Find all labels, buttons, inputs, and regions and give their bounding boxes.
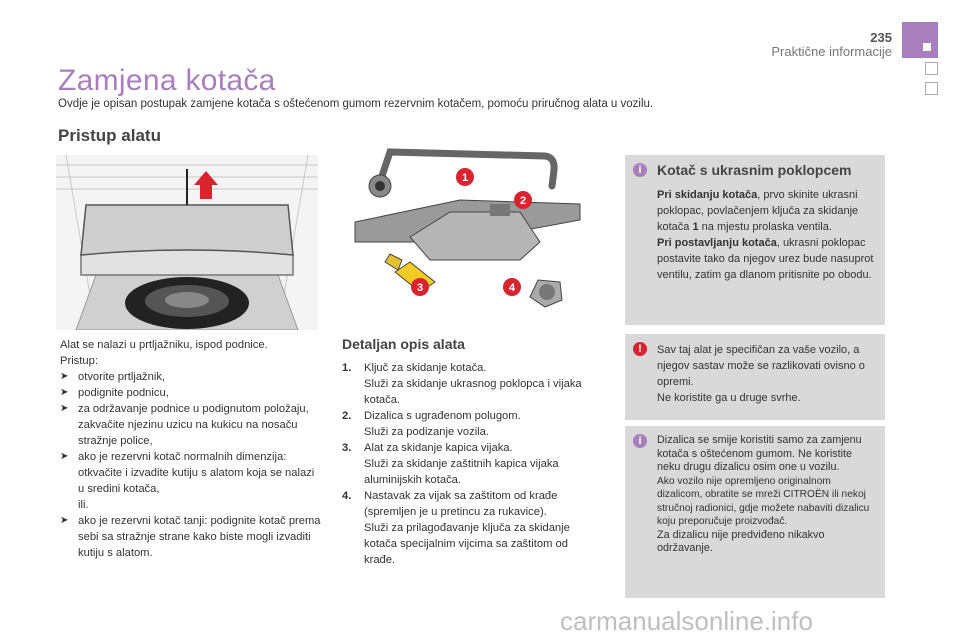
access-instructions: Alat se nalazi u prtljažniku, ispod podn… — [60, 337, 322, 561]
callout-2 — [514, 191, 532, 209]
callout-2-label: 2 — [520, 195, 526, 207]
list-item: 2.Dizalica s ugrađenom polugom.Služi za … — [342, 410, 521, 438]
list-item: ➤ako je rezervni kotač tanji: podignite … — [60, 515, 321, 559]
list-item: ➤otvorite prtljažnik, — [60, 371, 166, 383]
bullet-icon: ➤ — [60, 403, 69, 414]
list-item: 3.Alat za skidanje kapica vijaka.Služi z… — [342, 442, 559, 486]
access-lead: Pristup: — [60, 355, 98, 367]
intro-text: Ovdje je opisan postupak zamjene kotača … — [58, 98, 654, 110]
warning-icon: ! — [633, 342, 647, 356]
callout-4-label: 4 — [509, 282, 516, 294]
watermark: carmanualsonline.info — [560, 606, 813, 636]
tools-illustration: 1 2 3 4 — [340, 142, 595, 320]
list-item: 1.Ključ za skidanje kotača.Služi za skid… — [342, 362, 582, 406]
bullet-icon: ➤ — [60, 387, 69, 398]
list-item: ➤ako je rezervni kotač normalnih dimenzi… — [60, 451, 315, 511]
section-tab-active[interactable] — [902, 22, 938, 58]
section-tab[interactable] — [925, 62, 938, 75]
list-item: 4.Nastavak za vijak sa zaštitom od krađe… — [342, 490, 570, 566]
page-number: 235 — [870, 30, 892, 45]
trunk-illustration — [56, 155, 318, 330]
tab-marker-icon — [923, 43, 931, 51]
hubcap-panel-text: Pri skidanju kotača, prvo skinite ukrasn… — [657, 189, 874, 281]
section-tab[interactable] — [925, 82, 938, 95]
callout-4 — [503, 278, 521, 296]
page-title: Zamjena kotača — [58, 64, 276, 97]
access-heading: Pristup alatu — [58, 126, 161, 145]
warning-panel-text: Sav taj alat je specifičan za vaše vozil… — [657, 344, 865, 404]
detail-list: 1.Ključ za skidanje kotača.Služi za skid… — [342, 360, 600, 568]
info-icon: i — [633, 163, 647, 177]
access-steps: ➤otvorite prtljažnik, ➤podignite podnicu… — [60, 369, 322, 561]
bullet-icon: ➤ — [60, 515, 69, 526]
jack-panel: i Dizalica se smije koristiti samo za za… — [625, 426, 885, 598]
callout-3-label: 3 — [417, 282, 423, 294]
info-icon: i — [633, 434, 647, 448]
list-item: ➤za održavanje podnice u podignutom polo… — [60, 403, 309, 447]
callout-3 — [411, 278, 429, 296]
detail-heading: Detaljan opis alata — [342, 336, 465, 352]
access-lead: Alat se nalazi u prtljažniku, ispod podn… — [60, 339, 268, 351]
section-label: Praktične informacije — [771, 44, 892, 59]
hubcap-panel: i Kotač s ukrasnim poklopcem Pri skidanj… — [625, 155, 885, 325]
list-item: ➤podignite podnicu, — [60, 387, 169, 399]
bullet-icon: ➤ — [60, 451, 69, 462]
hubcap-panel-title: Kotač s ukrasnim poklopcem — [657, 162, 852, 178]
jack-panel-text: Dizalica se smije koristiti samo za zamj… — [657, 434, 870, 554]
warning-panel: ! Sav taj alat je specifičan za vaše voz… — [625, 334, 885, 420]
callout-1 — [456, 168, 474, 186]
bullet-icon: ➤ — [60, 371, 69, 382]
callout-1-label: 1 — [462, 172, 468, 184]
